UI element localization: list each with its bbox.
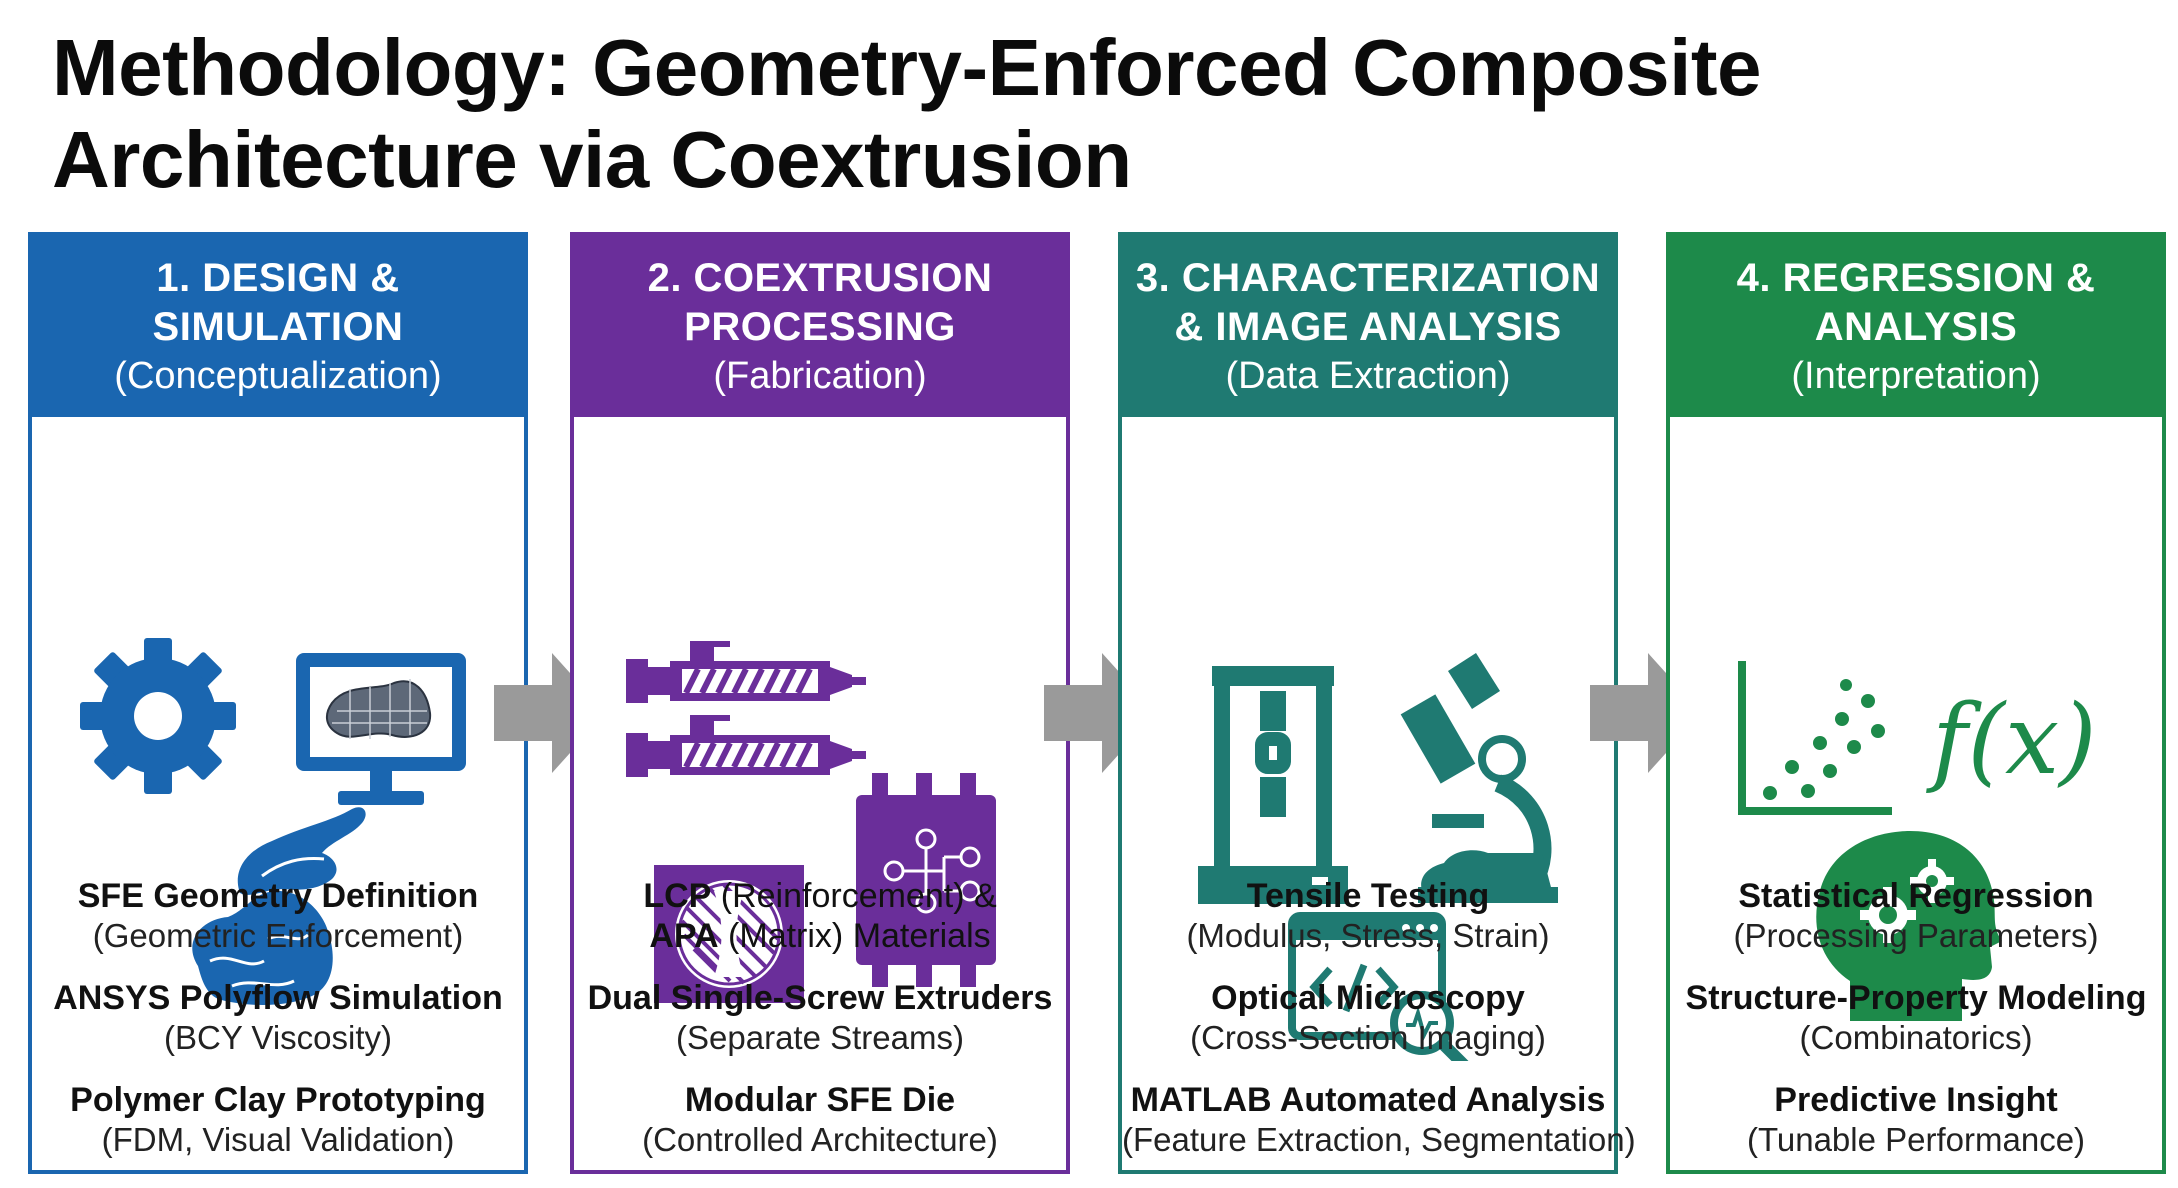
material-apa: APA <box>649 917 719 955</box>
scatter-plot-icon <box>1738 661 1892 815</box>
microscope-icon <box>1400 653 1558 903</box>
item-subtitle: (Processing Parameters) <box>1733 917 2099 954</box>
item-title: Optical Microscopy <box>1211 979 1525 1017</box>
panel-icons <box>1122 421 1614 1061</box>
material-lcp: LCP <box>643 877 712 915</box>
list-item: Tensile Testing (Modulus, Stress, Strain… <box>1122 876 1614 956</box>
panel-heading-line-1: 2. COEXTRUSION <box>647 256 993 300</box>
list-item: Predictive Insight (Tunable Performance) <box>1670 1080 2162 1160</box>
item-title: ANSYS Polyflow Simulation <box>53 979 503 1017</box>
panel-heading-line-1: 1. DESIGN & <box>156 256 400 300</box>
panel-heading-line-2: & IMAGE ANALYSIS <box>1174 305 1562 349</box>
panel-subheading: (Conceptualization) <box>114 355 442 397</box>
item-subtitle: (Separate Streams) <box>676 1019 964 1056</box>
panel-coextrusion-processing: 2. COEXTRUSION PROCESSING (Fabrication) <box>570 232 1070 1174</box>
page-title: Methodology: Geometry-Enforced Composite… <box>52 22 2132 206</box>
item-title: Predictive Insight <box>1774 1081 2058 1119</box>
hand-clay-icon <box>192 807 366 1005</box>
extruder-icon <box>626 641 866 703</box>
panel-regression-analysis: 4. REGRESSION & ANALYSIS (Interpretation… <box>1666 232 2166 1174</box>
list-item: Modular SFE Die (Controlled Architecture… <box>574 1080 1066 1160</box>
head-gears-icon <box>1816 831 2002 1021</box>
list-item: Optical Microscopy (Cross-Section Imagin… <box>1122 978 1614 1058</box>
panel-heading-line-2: PROCESSING <box>684 305 956 349</box>
panel-items: LCP (Reinforcement) & APA (Matrix) Mater… <box>574 876 1066 1182</box>
item-subtitle: (Geometric Enforcement) <box>92 917 464 954</box>
item-title: SFE Geometry Definition <box>77 877 479 915</box>
panel-icons <box>32 421 524 1061</box>
item-title: MATLAB Automated Analysis <box>1130 1081 1606 1119</box>
item-subtitle: (Tunable Performance) <box>1746 1121 2086 1158</box>
item-title: Structure-Property Modeling <box>1685 979 2147 1017</box>
material-apa-role: (Matrix) Materials <box>718 917 991 955</box>
title-line-2: Architecture via Coextrusion <box>52 115 1132 204</box>
item-title: LCP (Reinforcement) & <box>574 876 1066 916</box>
panel-header: 2. COEXTRUSION PROCESSING (Fabrication) <box>570 232 1070 417</box>
die-cross-section-icon <box>654 865 804 1003</box>
panel-header: 1. DESIGN & SIMULATION (Conceptualizatio… <box>28 232 528 417</box>
panel-header: 4. REGRESSION & ANALYSIS (Interpretation… <box>1666 232 2166 417</box>
code-analysis-icon <box>1288 912 1469 1061</box>
item-subtitle: (FDM, Visual Validation) <box>101 1121 455 1158</box>
panel-header: 3. CHARACTERIZATION & IMAGE ANALYSIS (Da… <box>1118 232 1618 417</box>
panel-heading-line-1: 4. REGRESSION & <box>1736 256 2096 300</box>
item-subtitle: (Feature Extraction, Segmentation) <box>1122 1121 1636 1158</box>
monitor-mesh-icon <box>296 653 466 805</box>
item-title: Modular SFE Die <box>684 1081 956 1119</box>
panel-heading-line-2: ANALYSIS <box>1814 305 2018 349</box>
extruder-icon <box>626 715 866 777</box>
list-item: Statistical Regression (Processing Param… <box>1670 876 2162 956</box>
panel-heading-line-1: 3. CHARACTERIZATION <box>1135 256 1601 300</box>
item-title: Statistical Regression <box>1738 877 2094 915</box>
panel-heading-line-2: SIMULATION <box>152 305 404 349</box>
item-subtitle: (Cross-Section Imaging) <box>1190 1019 1546 1056</box>
list-item: Structure-Property Modeling (Combinatori… <box>1670 978 2162 1058</box>
panel-characterization: 3. CHARACTERIZATION & IMAGE ANALYSIS (Da… <box>1118 232 1636 1174</box>
item-subtitle: (Modulus, Stress, Strain) <box>1186 917 1550 954</box>
panel-subheading: (Fabrication) <box>713 355 927 397</box>
function-icon: f(x) <box>1926 684 2097 796</box>
panel-design-simulation: 1. DESIGN & SIMULATION (Conceptualizatio… <box>28 232 528 1174</box>
item-title: Polymer Clay Prototyping <box>70 1081 486 1119</box>
gear-icon <box>80 638 236 794</box>
panel-subheading: (Data Extraction) <box>1225 355 1511 397</box>
item-subtitle: (Controlled Architecture) <box>642 1121 998 1158</box>
panel-icons <box>574 421 1066 1061</box>
item-title: Tensile Testing <box>1246 877 1490 915</box>
item-title: APA (Matrix) Materials <box>574 916 1066 956</box>
panel-items: Statistical Regression (Processing Param… <box>1670 876 2162 1182</box>
item-title: Dual Single-Screw Extruders <box>587 979 1053 1017</box>
list-item: Polymer Clay Prototyping (FDM, Visual Va… <box>32 1080 524 1160</box>
material-lcp-role: (Reinforcement) & <box>711 877 997 915</box>
list-item: MATLAB Automated Analysis (Feature Extra… <box>1122 1080 1636 1160</box>
list-item: SFE Geometry Definition (Geometric Enfor… <box>32 876 524 956</box>
item-subtitle: (Combinatorics) <box>1799 1019 2033 1056</box>
panel-items: Tensile Testing (Modulus, Stress, Strain… <box>1122 876 1636 1182</box>
item-subtitle: (BCY Viscosity) <box>163 1019 392 1056</box>
panel-icons: f(x) <box>1670 421 2162 1061</box>
tensile-tester-icon <box>1198 666 1348 904</box>
title-line-1: Methodology: Geometry-Enforced Composite <box>52 23 1761 112</box>
list-item: Dual Single-Screw Extruders (Separate St… <box>574 978 1066 1058</box>
list-item: ANSYS Polyflow Simulation (BCY Viscosity… <box>32 978 524 1058</box>
panel-items: SFE Geometry Definition (Geometric Enfor… <box>32 876 524 1182</box>
die-chip-icon <box>856 773 996 987</box>
list-item: LCP (Reinforcement) & APA (Matrix) Mater… <box>574 876 1066 956</box>
panel-subheading: (Interpretation) <box>1791 355 2041 397</box>
